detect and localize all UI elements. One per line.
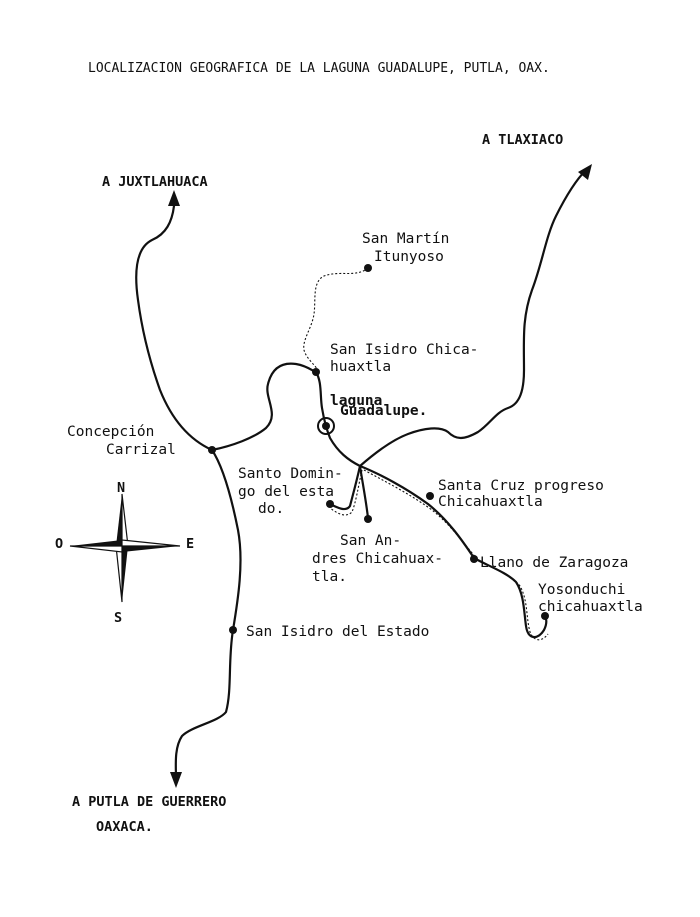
- marker-yosonduchi: [541, 612, 549, 620]
- marker-san-isidro-estado: [229, 626, 237, 634]
- label-san-isidro-estado: San Isidro del Estado: [246, 624, 429, 640]
- marker-laguna-inner: [322, 422, 330, 430]
- label-san-martin-2: Itunyoso: [374, 249, 444, 265]
- label-laguna-1: laguna: [330, 393, 382, 409]
- label-san-isidro-chicahuaxtla-2: huaxtla: [330, 359, 391, 375]
- road-tlaxiaco: [358, 168, 588, 468]
- map-title: LOCALIZACION GEOGRAFICA DE LA LAGUNA GUA…: [88, 61, 550, 76]
- compass-rose-icon: N S E O: [55, 480, 194, 626]
- label-san-martin-1: San Martín: [362, 231, 449, 247]
- compass-east-label: E: [186, 536, 194, 552]
- marker-san-martin: [364, 264, 372, 272]
- destination-tlaxiaco: A TLAXIACO: [482, 132, 563, 148]
- label-san-andres-1: San An-: [340, 533, 401, 549]
- label-san-isidro-chicahuaxtla-1: San Isidro Chica-: [330, 342, 478, 358]
- marker-san-isidro-chicahuaxtla: [312, 368, 320, 376]
- arrow-tlaxiaco-icon: [578, 164, 592, 180]
- label-san-andres-2: dres Chicahuax-: [312, 551, 443, 567]
- marker-santa-cruz: [426, 492, 434, 500]
- road-putla: [174, 448, 242, 780]
- label-yosonduchi-2: chicahuaxtla: [538, 599, 643, 615]
- compass-south-right: [122, 546, 128, 602]
- label-santo-domingo-1: Santo Domin-: [238, 466, 343, 482]
- town-markers: [208, 264, 549, 634]
- label-yosonduchi-1: Yosonduchi: [538, 582, 625, 598]
- destination-putla-line2: OAXACA.: [96, 819, 153, 835]
- marker-laguna-outer: [317, 417, 335, 435]
- compass-south-label: S: [114, 610, 122, 626]
- label-santa-cruz-2: Chicahuaxtla: [438, 494, 543, 510]
- marker-santo-domingo: [326, 500, 334, 508]
- compass-west-bottom: [69, 545, 123, 553]
- road-yosonduchi: [472, 556, 548, 639]
- label-san-andres-3: tla.: [312, 569, 347, 585]
- label-santo-domingo-3: do.: [258, 501, 284, 517]
- trail-network: [303, 267, 549, 641]
- marker-llano: [470, 555, 478, 563]
- marker-concepcion: [208, 446, 216, 454]
- compass-north-left: [116, 494, 122, 546]
- compass-south-left: [115, 545, 123, 603]
- compass-east-top: [121, 539, 181, 547]
- arrow-putla-icon: [170, 772, 182, 788]
- compass-west-label: O: [55, 536, 63, 552]
- arrowheads: [168, 164, 592, 788]
- road-concepcion-east: [210, 362, 318, 452]
- road-juxtlahuaca: [135, 204, 214, 452]
- marker-san-andres: [364, 515, 372, 523]
- label-concepcion-2: Carrizal: [106, 442, 176, 458]
- destination-putla-line1: A PUTLA DE GUERRERO: [72, 794, 226, 810]
- arrow-juxtlahuaca-icon: [168, 190, 180, 206]
- destination-juxtlahuaca: A JUXTLAHUACA: [102, 174, 208, 190]
- label-santa-cruz-1: Santa Cruz progreso: [438, 478, 604, 494]
- compass-north-label: N: [117, 480, 125, 496]
- road-network: [135, 168, 588, 780]
- compass-east-bottom: [122, 546, 180, 552]
- label-santo-domingo-2: go del esta: [238, 484, 334, 500]
- road-santo-domingo: [328, 464, 362, 511]
- compass-west-top: [70, 540, 122, 546]
- road-san-andres: [358, 464, 370, 520]
- label-llano: Llano de Zaragoza: [480, 555, 628, 571]
- compass-north-right: [121, 493, 129, 547]
- label-concepcion-1: Concepción: [67, 424, 154, 440]
- trail-yosonduchi: [477, 559, 549, 641]
- label-laguna-2: Guadalupe.: [340, 403, 427, 419]
- place-labels: San Martín Itunyoso San Isidro Chica- hu…: [67, 231, 643, 640]
- road-llano: [358, 464, 476, 560]
